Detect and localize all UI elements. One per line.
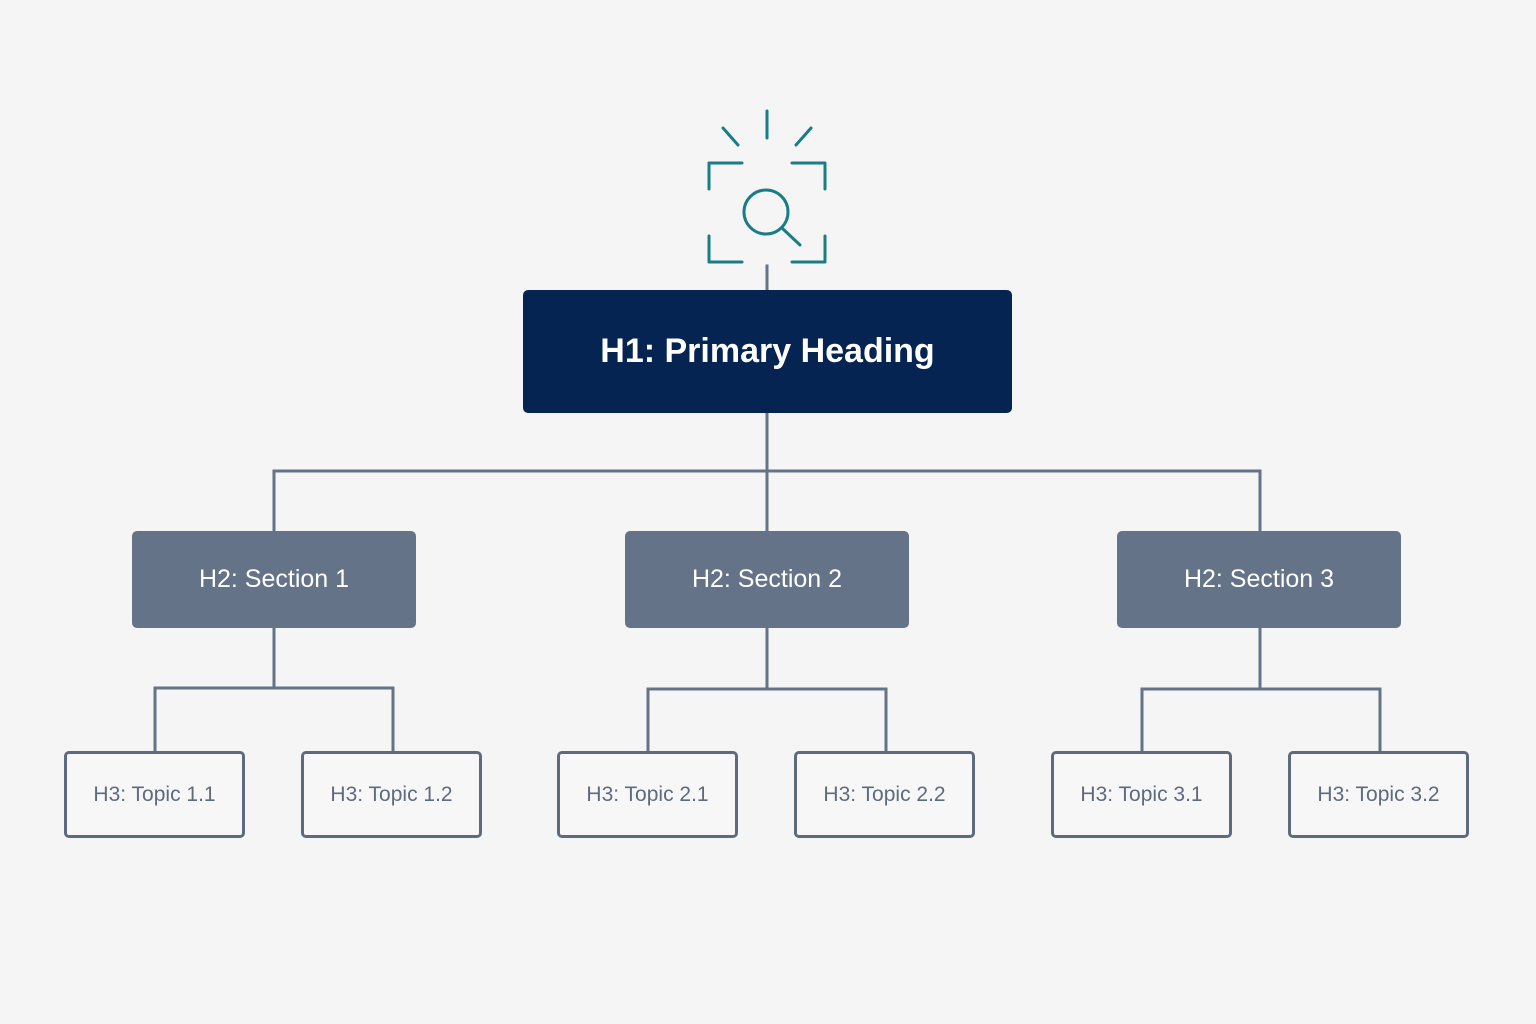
connector-sections-bar — [272, 469, 1262, 533]
h3-node-topic-2-1: H3: Topic 2.1 — [557, 751, 738, 838]
h2-node-section-3: H2: Section 3 — [1117, 531, 1401, 628]
h2-label: H2: Section 3 — [1183, 565, 1335, 593]
connector-section3-branch — [1140, 687, 1382, 753]
h2-label: H2: Section 1 — [198, 565, 350, 593]
h3-label: H3: Topic 3.1 — [1080, 782, 1203, 806]
h3-node-topic-3-1: H3: Topic 3.1 — [1051, 751, 1232, 838]
h1-node: H1: Primary Heading — [523, 290, 1012, 413]
h1-label: H1: Primary Heading — [600, 332, 935, 370]
connector-section2-branch — [646, 687, 888, 753]
h3-label: H3: Topic 2.1 — [586, 782, 709, 806]
h3-label: H3: Topic 1.2 — [330, 782, 453, 806]
h3-label: H3: Topic 2.2 — [823, 782, 946, 806]
h2-node-section-2: H2: Section 2 — [625, 531, 909, 628]
h3-node-topic-1-1: H3: Topic 1.1 — [64, 751, 245, 838]
h2-node-section-1: H2: Section 1 — [132, 531, 416, 628]
connector-section1-branch — [153, 686, 395, 753]
h3-label: H3: Topic 3.2 — [1317, 782, 1440, 806]
h3-node-topic-3-2: H3: Topic 3.2 — [1288, 751, 1469, 838]
h3-node-topic-2-2: H3: Topic 2.2 — [794, 751, 975, 838]
h2-label: H2: Section 2 — [691, 565, 843, 593]
seo-search-icon — [707, 109, 827, 264]
h3-label: H3: Topic 1.1 — [93, 782, 216, 806]
h3-node-topic-1-2: H3: Topic 1.2 — [301, 751, 482, 838]
